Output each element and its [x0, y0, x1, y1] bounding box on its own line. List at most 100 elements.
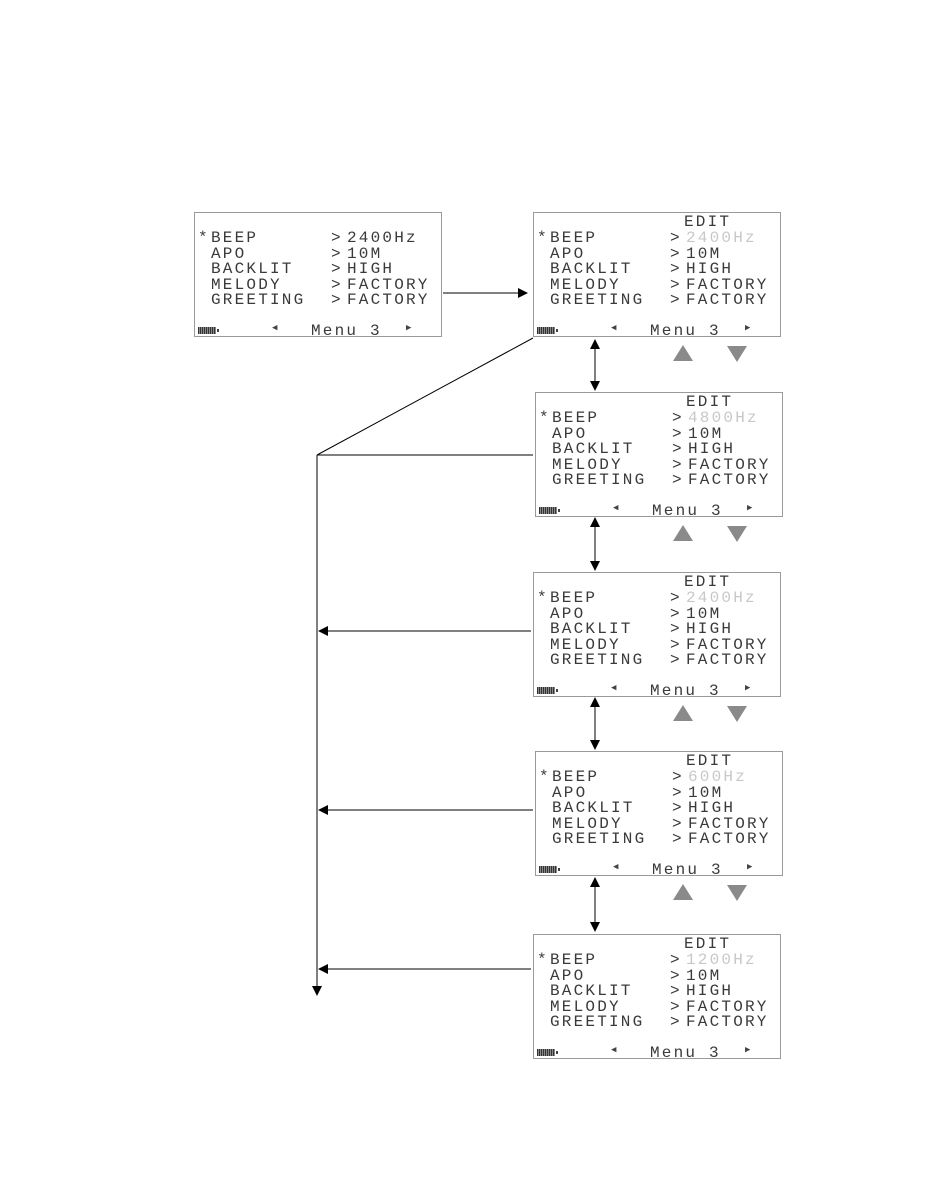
row-label: BEEP — [550, 589, 598, 607]
separator: > — [670, 982, 682, 1000]
row-label: APO — [550, 244, 586, 263]
triangle-left-icon: ◀ — [613, 862, 619, 872]
separator: > — [670, 966, 682, 985]
row-label: BACKLIT — [550, 260, 633, 278]
separator: > — [670, 260, 682, 278]
row-value: FACTORY — [688, 471, 771, 489]
row-value: 10M — [686, 244, 722, 263]
separator: > — [331, 244, 343, 263]
triangle-left-icon: ◀ — [611, 1045, 617, 1055]
beep-value: 1200Hz — [686, 951, 757, 969]
triangle-right-icon: ▶ — [745, 1045, 751, 1055]
row-label: BEEP — [550, 229, 598, 247]
down-key-icon — [727, 346, 747, 362]
row-label: APO — [211, 244, 247, 263]
beep-value: 2400Hz — [686, 229, 757, 247]
menu-label: Menu 3 — [650, 682, 721, 700]
edit-indicator: EDIT — [684, 573, 732, 591]
separator: > — [672, 424, 684, 443]
row-value: FACTORY — [686, 291, 769, 309]
row-value: HIGH — [688, 440, 736, 458]
row-label: MELODY — [550, 275, 621, 294]
row-label: APO — [550, 966, 586, 985]
beep-value: 2400Hz — [347, 229, 418, 247]
row-value: HIGH — [686, 260, 734, 278]
row-label: BEEP — [552, 768, 600, 786]
battery-icon — [537, 1049, 558, 1056]
edit-indicator: EDIT — [686, 752, 734, 770]
battery-icon — [539, 507, 560, 514]
row-label: GREETING — [550, 651, 645, 669]
up-key-icon — [673, 884, 693, 900]
row-value: 10M — [688, 783, 724, 802]
menu-label: Menu 3 — [652, 502, 723, 520]
row-value: FACTORY — [686, 635, 769, 654]
separator: > — [672, 409, 684, 427]
row-label: BACKLIT — [552, 440, 635, 458]
row-value: FACTORY — [688, 455, 771, 474]
row-label: BEEP — [550, 951, 598, 969]
cursor: * — [537, 951, 549, 969]
row-label: BACKLIT — [550, 982, 633, 1000]
separator: > — [670, 951, 682, 969]
row-value: FACTORY — [347, 275, 430, 294]
battery-icon — [537, 687, 558, 694]
row-value: FACTORY — [686, 275, 769, 294]
separator: > — [672, 471, 684, 489]
row-value: 10M — [688, 424, 724, 443]
triangle-right-icon: ▶ — [747, 503, 753, 513]
separator: > — [672, 440, 684, 458]
separator: > — [672, 814, 684, 833]
edit-indicator: EDIT — [684, 213, 732, 231]
menu-label: Menu 3 — [652, 861, 723, 879]
diagonal-line — [316, 337, 534, 456]
up-key-icon — [673, 345, 693, 361]
down-key-icon — [727, 526, 747, 542]
row-value: FACTORY — [686, 651, 769, 669]
row-value: 10M — [686, 966, 722, 985]
row-label: GREETING — [552, 830, 647, 848]
row-label: BEEP — [211, 229, 259, 247]
separator: > — [670, 651, 682, 669]
triangle-left-icon: ◀ — [272, 323, 278, 333]
row-label: APO — [552, 424, 588, 443]
separator: > — [672, 799, 684, 817]
separator: > — [672, 455, 684, 474]
triangle-right-icon: ▶ — [745, 323, 751, 333]
separator: > — [331, 291, 343, 309]
row-label: BEEP — [552, 409, 600, 427]
separator: > — [670, 997, 682, 1016]
row-label: GREETING — [550, 1013, 645, 1031]
separator: > — [670, 275, 682, 294]
triangle-right-icon: ▶ — [747, 862, 753, 872]
row-value: HIGH — [688, 799, 736, 817]
row-value: HIGH — [686, 982, 734, 1000]
separator: > — [672, 830, 684, 848]
row-label: MELODY — [552, 455, 623, 474]
row-value: HIGH — [347, 260, 395, 278]
battery-icon — [198, 327, 219, 334]
cursor: * — [198, 229, 210, 247]
edit-indicator: EDIT — [686, 393, 734, 411]
separator: > — [331, 260, 343, 278]
up-key-icon — [673, 525, 693, 541]
triangle-right-icon: ▶ — [406, 323, 412, 333]
menu-label: Menu 3 — [311, 322, 382, 340]
cursor: * — [537, 589, 549, 607]
row-label: GREETING — [211, 291, 306, 309]
up-key-icon — [673, 705, 693, 721]
separator: > — [670, 604, 682, 623]
separator: > — [670, 635, 682, 654]
row-label: APO — [552, 783, 588, 802]
separator: > — [670, 589, 682, 607]
row-value: FACTORY — [686, 997, 769, 1016]
separator: > — [670, 1013, 682, 1031]
edit-indicator: EDIT — [684, 935, 732, 953]
menu-label: Menu 3 — [650, 1044, 721, 1062]
row-label: BACKLIT — [211, 260, 294, 278]
cursor: * — [539, 409, 551, 427]
